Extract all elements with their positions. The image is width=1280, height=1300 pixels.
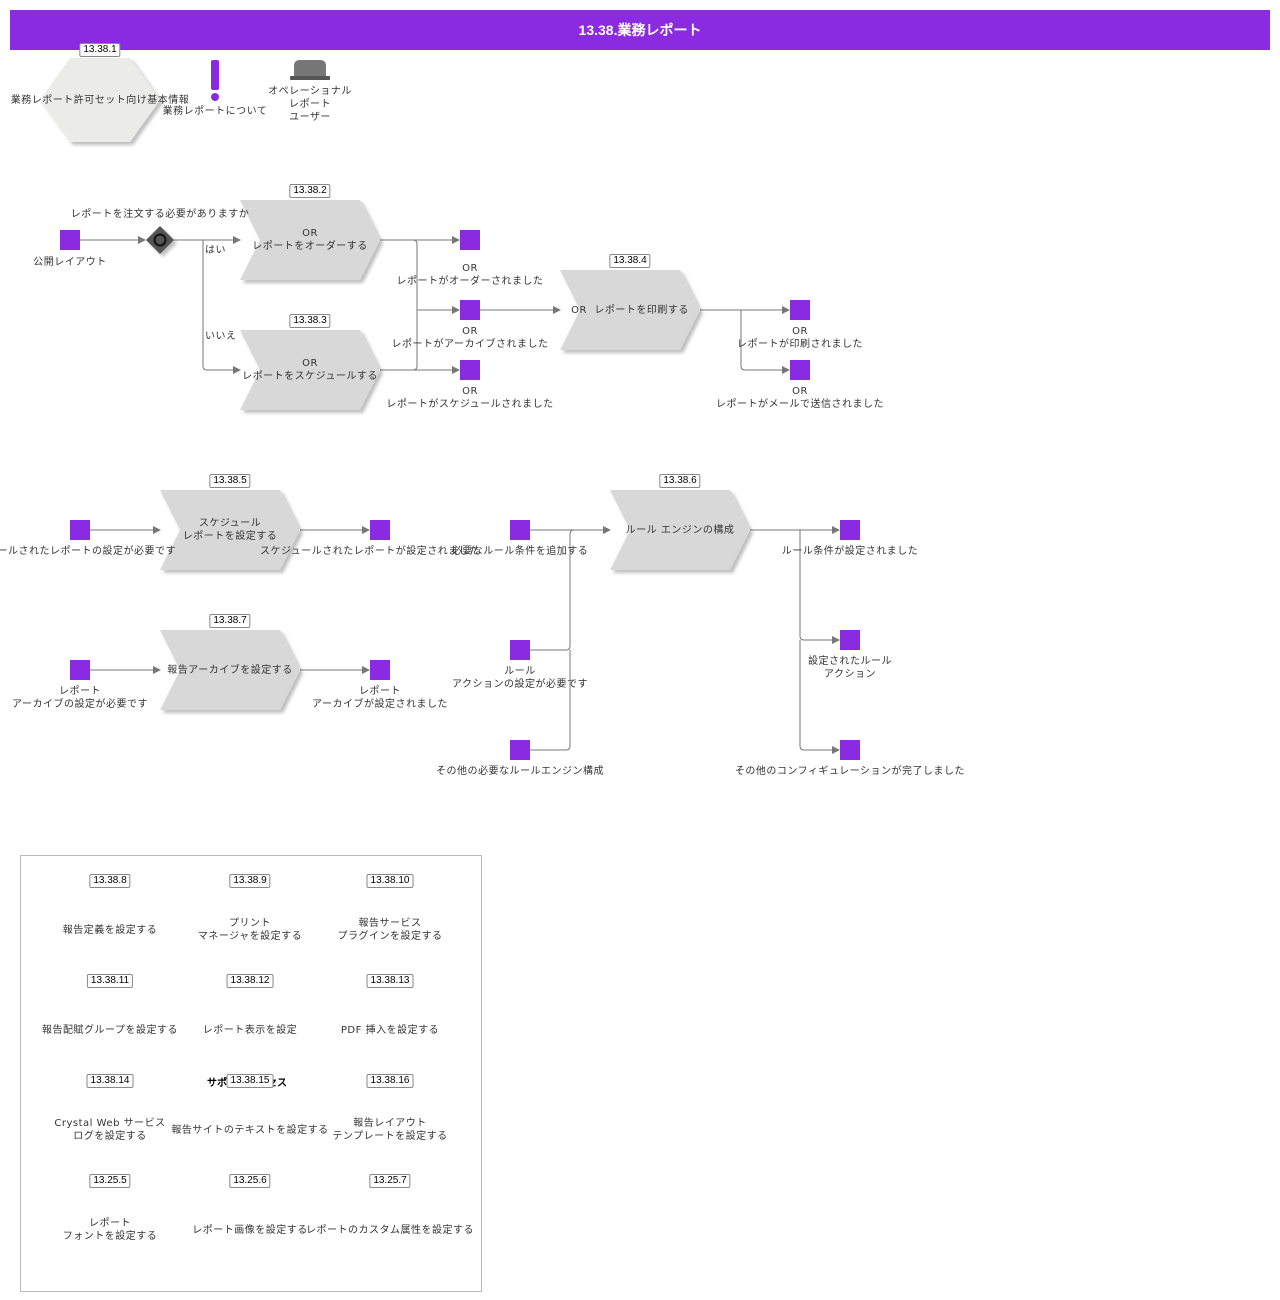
report-scheduled-event[interactable]	[460, 360, 480, 380]
support-task-label: 報告サービス プラグインを設定する	[337, 918, 443, 942]
public-layout-label: 公開レイアウト	[33, 257, 107, 268]
other-rule-config-event[interactable]	[510, 740, 530, 760]
rule-action-required-event[interactable]	[510, 640, 530, 660]
support-task-label: 報告サイトのテキストを設定する	[171, 1124, 329, 1136]
support-task-label: 報告定義を設定する	[62, 924, 158, 936]
archive-setup-required-label: レポート アーカイブの設定が必要です	[12, 686, 148, 710]
schedule-setup-done-event[interactable]	[370, 520, 390, 540]
rule-action-required-label: ルール アクションの設定が必要です	[452, 666, 588, 690]
rule-condition-set-event[interactable]	[840, 520, 860, 540]
other-config-done-event[interactable]	[840, 740, 860, 760]
user-label: オペレーショナル レポート ユーザー	[268, 86, 352, 123]
archive-setup-done-event[interactable]	[370, 660, 390, 680]
support-task-label: レポート フォントを設定する	[62, 1218, 158, 1242]
print-task-label: OR レポートを印刷する	[571, 304, 689, 316]
report-archived-label: OR レポートがアーカイブされました	[391, 326, 549, 350]
support-task-tag: 13.38.15	[226, 1074, 274, 1088]
order-report-task[interactable]	[240, 200, 380, 280]
report-emailed-event[interactable]	[790, 360, 810, 380]
basic-info-hexagon[interactable]	[40, 58, 160, 142]
print-task-tag: 13.38.4	[609, 254, 651, 268]
other-config-done-label: その他のコンフィギュレーションが完了しました	[734, 766, 966, 777]
exclamation-icon	[211, 60, 219, 101]
support-task-label: プリント マネージャを設定する	[197, 918, 303, 942]
rule-action-set-event[interactable]	[840, 630, 860, 650]
decision-gateway[interactable]	[146, 226, 174, 254]
support-task-tag: 13.25.5	[89, 1174, 131, 1188]
report-ordered-event[interactable]	[460, 230, 480, 250]
support-task-tag: 13.25.7	[369, 1174, 411, 1188]
rule-condition-set-label: ルール条件が設定されました	[781, 546, 919, 557]
support-task-tag: 13.38.9	[229, 874, 271, 888]
schedule-setup-done-label: スケジュールされたレポートが設定されました	[260, 546, 480, 557]
schedule-task-label: OR レポートをスケジュールする	[242, 358, 378, 382]
report-ordered-label: OR レポートがオーダーされました	[396, 263, 544, 287]
support-task-label: 報告レイアウト テンプレートを設定する	[332, 1118, 448, 1142]
support-task-tag: 13.38.13	[366, 974, 414, 988]
report-archived-event[interactable]	[460, 300, 480, 320]
schedule-setup-tag: 13.38.5	[209, 474, 251, 488]
support-task-label: Crystal Web サービス ログを設定する	[54, 1118, 166, 1142]
basic-info-tag: 13.38.1	[79, 43, 121, 57]
schedule-setup-task[interactable]	[160, 490, 300, 570]
flow2-connectors	[90, 526, 370, 674]
yes-label: はい	[205, 245, 226, 256]
public-layout-event[interactable]	[60, 230, 80, 250]
report-printed-label: OR レポートが印刷されました	[737, 326, 863, 350]
report-emailed-label: OR レポートがメールで送信されました	[716, 386, 884, 410]
support-process-panel	[20, 855, 482, 1292]
archive-setup-done-label: レポート アーカイブが設定されました	[312, 686, 448, 710]
print-report-task[interactable]	[560, 270, 700, 350]
user-icon	[290, 60, 330, 80]
schedule-setup-required-event[interactable]	[70, 520, 90, 540]
support-task-label: レポートのカスタム属性を設定する	[306, 1224, 474, 1236]
order-task-label: OR レポートをオーダーする	[252, 228, 368, 252]
archive-setup-tag: 13.38.7	[209, 614, 251, 628]
support-task-tag: 13.38.11	[86, 974, 134, 988]
add-rule-condition-label: 必要なルール条件を追加する	[451, 546, 589, 557]
schedule-report-task[interactable]	[240, 330, 380, 410]
page-title: 13.38.業務レポート	[10, 10, 1270, 50]
rule-action-set-label: 設定されたルール アクション	[808, 656, 892, 680]
flow1-connectors	[80, 236, 790, 374]
archive-setup-task[interactable]	[160, 630, 300, 710]
support-task-tag: 13.38.10	[366, 874, 414, 888]
support-task-tag: 13.38.12	[226, 974, 274, 988]
report-printed-event[interactable]	[790, 300, 810, 320]
support-task-label: レポート画像を設定する	[192, 1224, 308, 1236]
rule-engine-task[interactable]	[610, 490, 750, 570]
rule-engine-label: ルール エンジンの構成	[625, 524, 735, 536]
archive-setup-label: 報告アーカイブを設定する	[167, 664, 293, 676]
report-scheduled-label: OR レポートがスケジュールされました	[386, 386, 554, 410]
about-label: 業務レポートについて	[162, 106, 268, 117]
archive-setup-required-event[interactable]	[70, 660, 90, 680]
support-task-label: レポート表示を設定	[202, 1024, 298, 1036]
support-task-label: PDF 挿入を設定する	[340, 1024, 440, 1036]
schedule-setup-required-label: スケジュールされたレポートの設定が必要です	[0, 546, 176, 557]
support-task-tag: 13.25.6	[229, 1174, 271, 1188]
order-task-tag: 13.38.2	[289, 184, 331, 198]
support-task-tag: 13.38.8	[89, 874, 131, 888]
other-rule-config-label: その他の必要なルールエンジン構成	[436, 766, 604, 777]
rule-engine-tag: 13.38.6	[659, 474, 701, 488]
flow4-connectors	[530, 526, 840, 754]
gateway-question-label: レポートを注文する必要がありますか	[70, 209, 250, 220]
schedule-task-tag: 13.38.3	[289, 314, 331, 328]
support-task-label: 報告配賦グループを設定する	[42, 1024, 178, 1036]
schedule-setup-label: スケジュール レポートを設定する	[182, 518, 278, 542]
no-label: いいえ	[205, 331, 237, 342]
support-task-tag: 13.38.14	[86, 1074, 134, 1088]
basic-info-label: 業務レポート許可セット向け基本情報	[10, 95, 190, 106]
support-task-tag: 13.38.16	[366, 1074, 414, 1088]
add-rule-condition-event[interactable]	[510, 520, 530, 540]
